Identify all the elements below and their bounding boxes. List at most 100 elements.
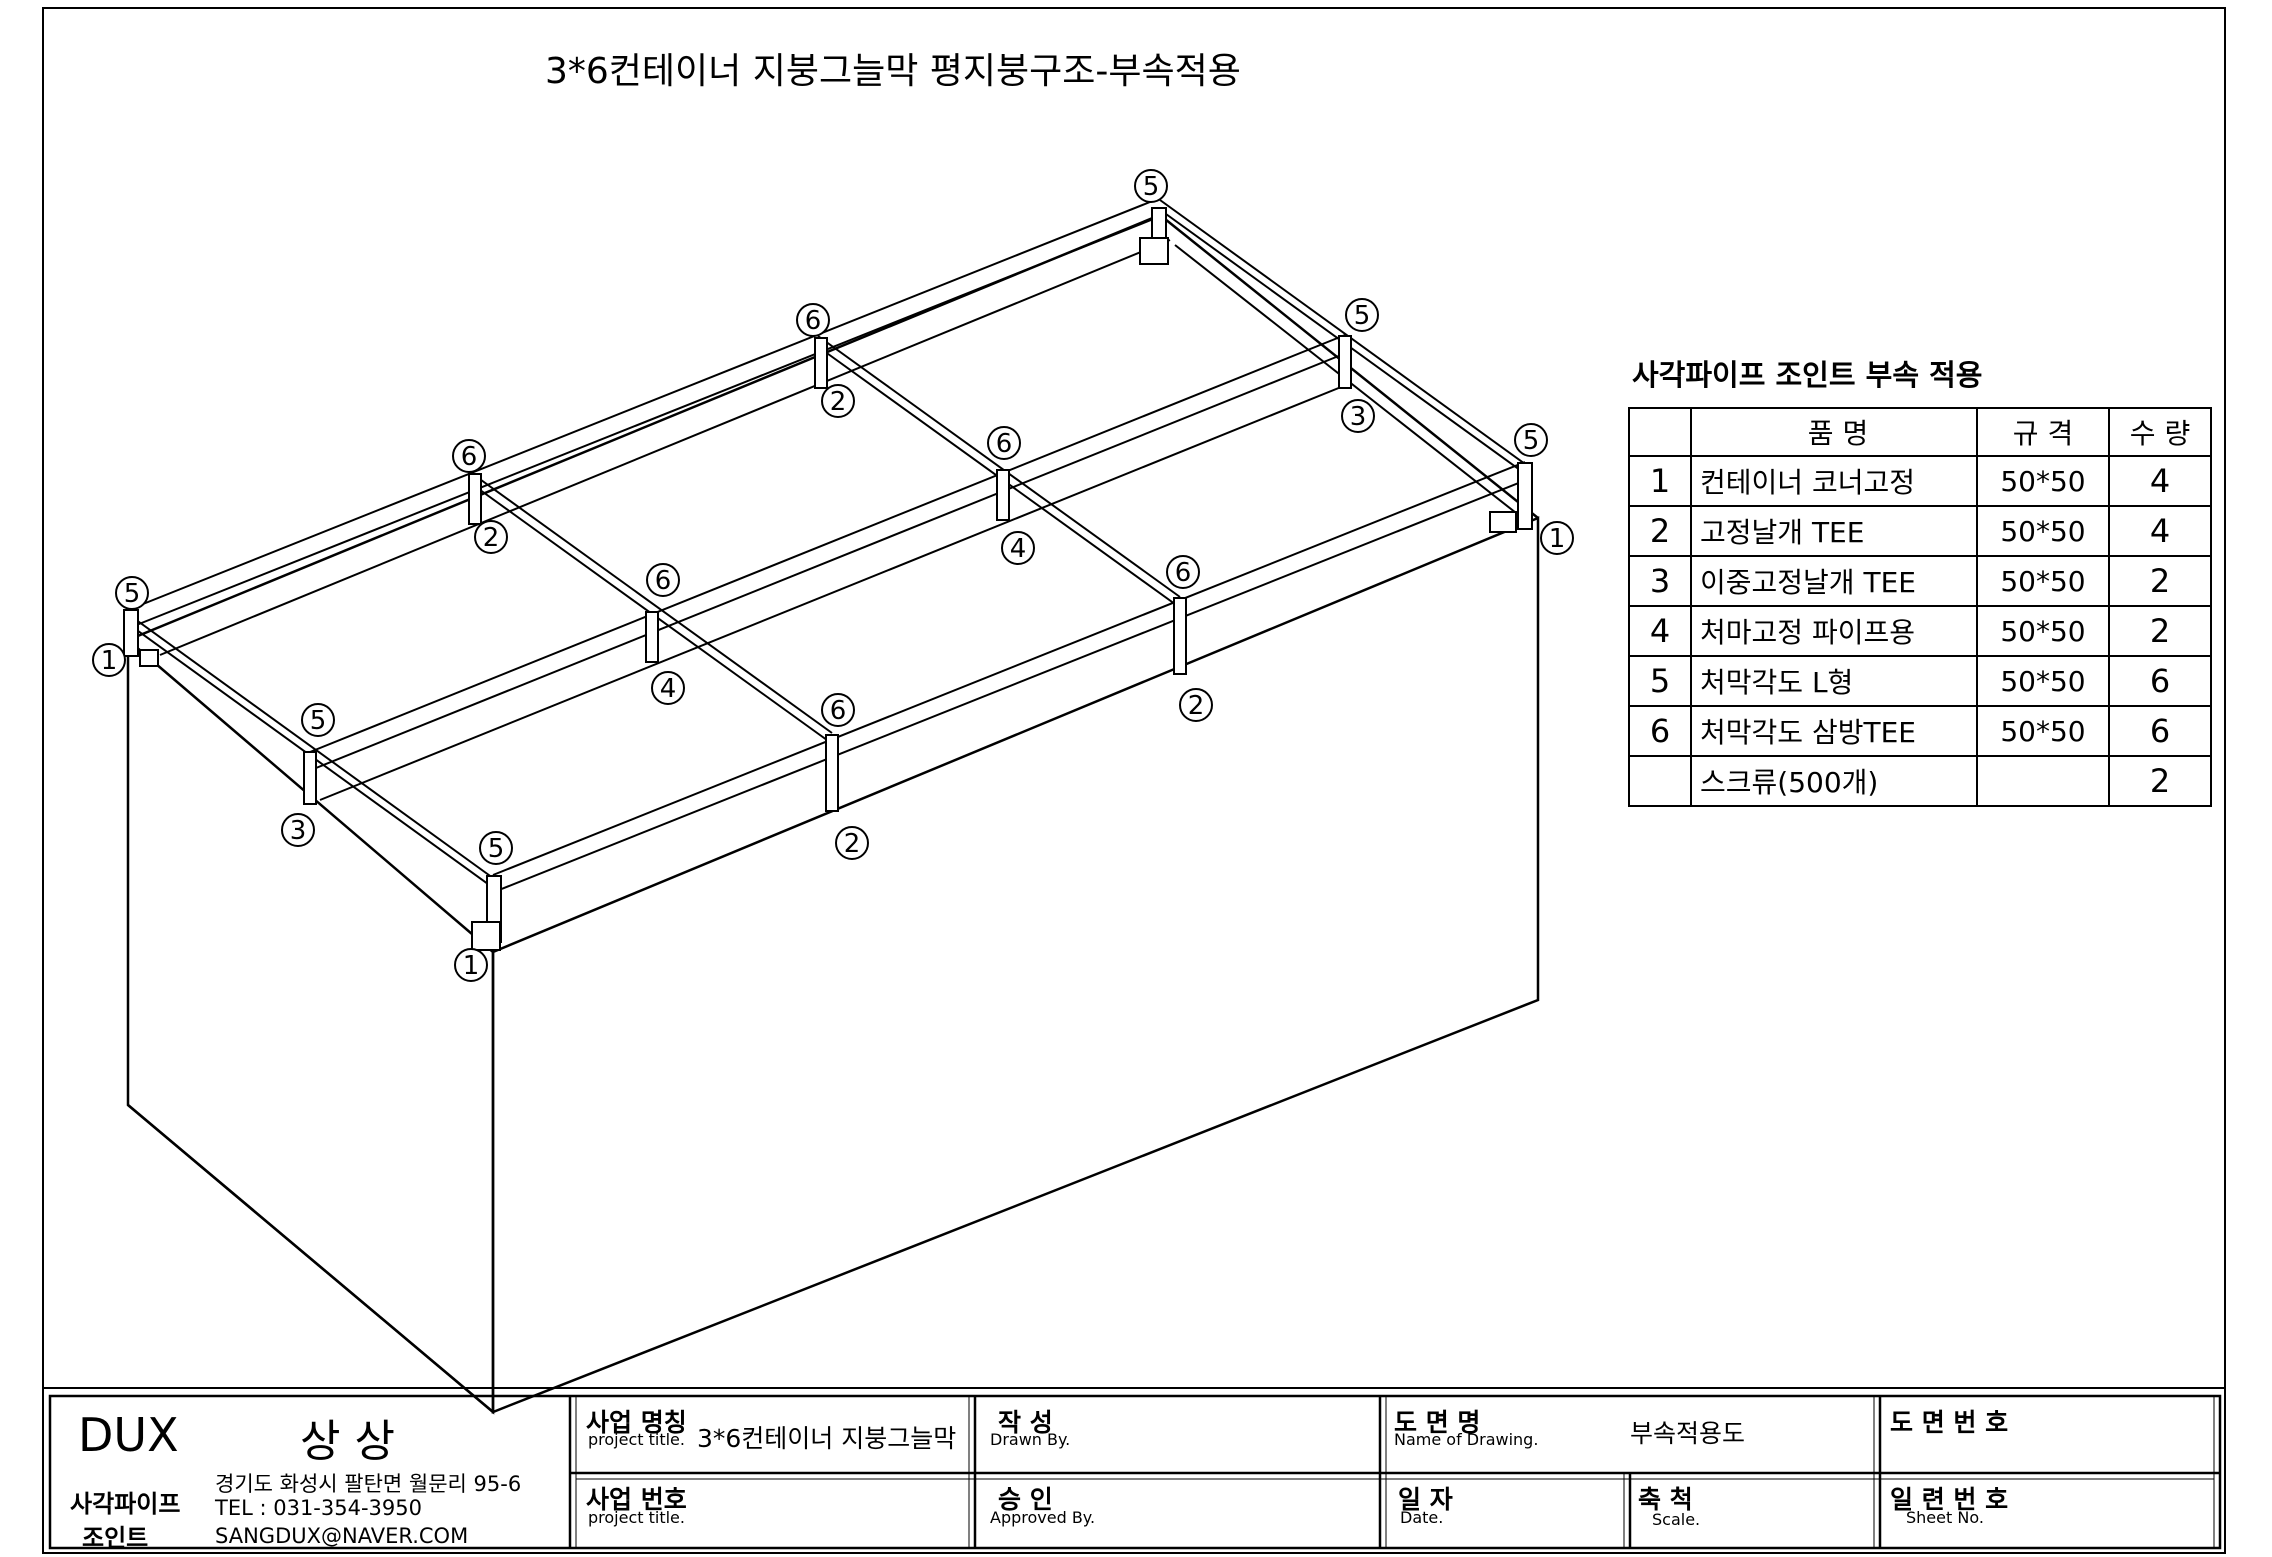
svg-text:6: 6 [655, 566, 672, 596]
company-korean-name: 상 상 [300, 1416, 395, 1467]
drawing-name-label: 도 면 명 [1394, 1408, 1481, 1437]
svg-text:6: 6 [996, 429, 1013, 459]
callout-1: 1 [1540, 521, 1574, 555]
svg-text:6: 6 [461, 442, 478, 472]
callout-3: 3 [1341, 399, 1375, 433]
row-spec [1976, 755, 2110, 807]
callout-2: 2 [474, 520, 508, 554]
svg-text:3: 3 [290, 816, 307, 846]
row-no: 3 [1628, 555, 1692, 607]
row-qty: 4 [2108, 455, 2212, 507]
callout-2: 2 [1179, 688, 1213, 722]
sheet-no-sublabel: Sheet No. [1906, 1508, 1984, 1527]
svg-text:5: 5 [1354, 301, 1371, 331]
svg-text:6: 6 [830, 696, 847, 726]
row-spec: 50*50 [1976, 555, 2110, 607]
callout-4: 4 [651, 671, 685, 705]
callout-5-top-back: 5 [1134, 169, 1168, 203]
row-no [1628, 755, 1692, 807]
callout-6: 6 [821, 693, 855, 727]
drawn-by-sublabel: Drawn By. [990, 1430, 1071, 1449]
svg-text:6: 6 [1175, 558, 1192, 588]
row-no: 5 [1628, 655, 1692, 707]
date-sublabel: Date. [1400, 1508, 1444, 1527]
callout-3: 3 [281, 813, 315, 847]
row-spec: 50*50 [1976, 655, 2110, 707]
header-name: 품 명 [1690, 407, 1978, 457]
header-qty: 수 량 [2108, 407, 2212, 457]
callout-5: 5 [479, 831, 513, 865]
row-name: 처막각도 L형 [1690, 655, 1978, 707]
svg-text:5: 5 [310, 706, 327, 736]
svg-text:4: 4 [660, 674, 677, 704]
table-row: 3 이중고정날개 TEE 50*50 2 [1628, 555, 2212, 607]
svg-text:5: 5 [124, 579, 141, 609]
company-tel: TEL : 031-354-3950 [215, 1496, 422, 1520]
header-no [1628, 407, 1692, 457]
svg-text:2: 2 [844, 829, 861, 859]
row-no: 6 [1628, 705, 1692, 757]
row-name: 이중고정날개 TEE [1690, 555, 1978, 607]
row-name: 처막각도 삼방TEE [1690, 705, 1978, 757]
row-name: 컨테이너 코너고정 [1690, 455, 1978, 507]
drawn-by-label: 작 성 [998, 1408, 1053, 1437]
company-logo-text: DUX [78, 1408, 179, 1462]
sheet-border [42, 7, 2226, 1554]
callout-5: 5 [115, 576, 149, 610]
callouts: 5 6 5 5 6 6 5 6 6 5 6 5 1 1 1 2 2 2 2 3 … [92, 169, 1574, 982]
callout-2: 2 [821, 384, 855, 418]
title-block-grid [43, 1387, 2225, 1550]
svg-text:2: 2 [830, 387, 847, 417]
scale-sublabel: Scale. [1652, 1510, 1701, 1529]
callout-5: 5 [1345, 298, 1379, 332]
row-qty: 2 [2108, 755, 2212, 807]
project-name-value: 3*6컨테이너 지붕그늘막 [697, 1424, 957, 1453]
table-row: 6 처막각도 삼방TEE 50*50 6 [1628, 705, 2212, 757]
row-spec: 50*50 [1976, 455, 2110, 507]
row-qty: 4 [2108, 505, 2212, 557]
drawing-title: 3*6컨테이너 지붕그늘막 평지붕구조-부속적용 [545, 51, 1241, 92]
svg-text:5: 5 [1523, 426, 1540, 456]
parts-table-header: 품 명 규 격 수 량 [1628, 407, 2212, 457]
svg-text:2: 2 [1188, 691, 1205, 721]
svg-text:1: 1 [101, 646, 118, 676]
header-spec: 규 격 [1976, 407, 2110, 457]
drawing-name-value: 부속적용도 [1630, 1419, 1746, 1448]
project-no-sublabel: project title. [588, 1508, 685, 1527]
callout-6: 6 [646, 563, 680, 597]
callout-6: 6 [1166, 555, 1200, 589]
product-line-2: 조인트 [82, 1524, 149, 1552]
approved-by-label: 승 인 [998, 1485, 1053, 1514]
svg-text:1: 1 [1549, 524, 1566, 554]
row-qty: 2 [2108, 555, 2212, 607]
row-spec: 50*50 [1976, 705, 2110, 757]
svg-text:5: 5 [1143, 172, 1160, 202]
callout-2: 2 [835, 826, 869, 860]
row-qty: 6 [2108, 655, 2212, 707]
svg-text:6: 6 [805, 306, 822, 336]
approved-by-sublabel: Approved By. [990, 1508, 1096, 1527]
row-spec: 50*50 [1976, 605, 2110, 657]
table-row: 5 처막각도 L형 50*50 6 [1628, 655, 2212, 707]
callout-1: 1 [454, 948, 488, 982]
product-line-1: 사각파이프 [70, 1490, 181, 1518]
project-name-sublabel: project title. [588, 1430, 685, 1449]
callout-5: 5 [1514, 423, 1548, 457]
svg-text:4: 4 [1010, 534, 1027, 564]
callout-5: 5 [301, 703, 335, 737]
scale-label: 축 척 [1638, 1485, 1693, 1514]
parts-table: 품 명 규 격 수 량 1 컨테이너 코너고정 50*50 4 2 고정날개 T… [1628, 407, 2212, 807]
table-row: 스크류(500개) 2 [1628, 755, 2212, 807]
svg-text:2: 2 [483, 523, 500, 553]
row-name: 스크류(500개) [1690, 755, 1978, 807]
row-no: 1 [1628, 455, 1692, 507]
fittings [123, 207, 1533, 951]
drawing-name-sublabel: Name of Drawing. [1394, 1430, 1539, 1449]
table-row: 1 컨테이너 코너고정 50*50 4 [1628, 455, 2212, 507]
table-row: 2 고정날개 TEE 50*50 4 [1628, 505, 2212, 557]
svg-text:1: 1 [463, 951, 480, 981]
parts-table-title: 사각파이프 조인트 부속 적용 [1632, 358, 1983, 392]
company-email: SANGDUX@NAVER.COM [215, 1524, 469, 1548]
table-row: 4 처마고정 파이프용 50*50 2 [1628, 605, 2212, 657]
